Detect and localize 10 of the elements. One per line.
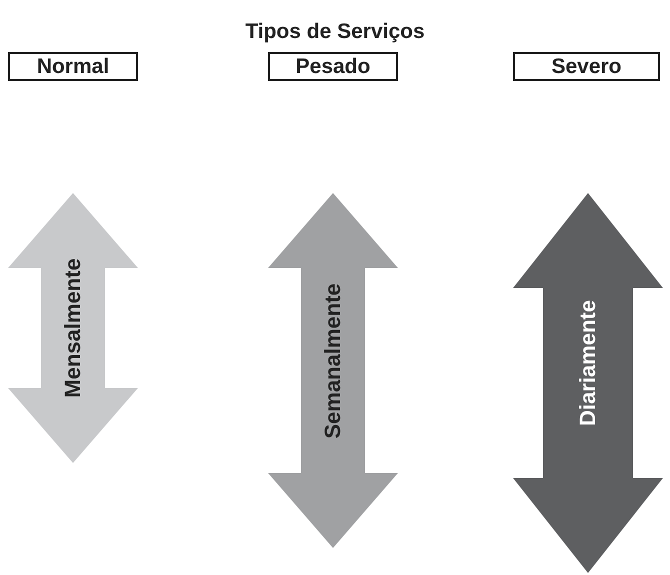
category-header: Severo: [513, 52, 660, 81]
category-header: Normal: [8, 52, 138, 81]
diagram-title: Tipos de Serviços: [244, 20, 426, 44]
double-arrow: [8, 193, 138, 463]
double-arrow: [513, 193, 663, 573]
arrow-label: Diariamente: [575, 300, 601, 426]
arrow-label: Mensalmente: [60, 258, 86, 398]
double-arrow: [268, 193, 398, 548]
arrow-label: Semanalmente: [320, 282, 346, 438]
category-header: Pesado: [268, 52, 398, 81]
